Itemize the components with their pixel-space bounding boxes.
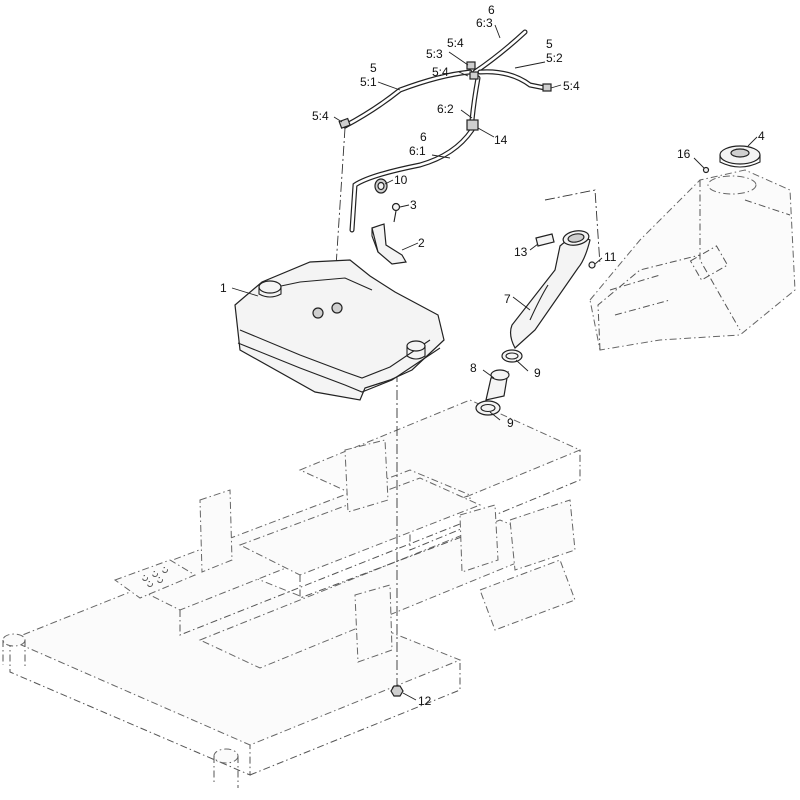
callout-7: 7 — [504, 292, 511, 306]
callout-3: 3 — [410, 198, 417, 212]
callout-9-upper: 9 — [534, 366, 541, 380]
bracket-13 — [535, 233, 555, 247]
chassis-frame — [2, 399, 582, 788]
leader-lines — [231, 24, 758, 701]
callout-6-top: 6 — [488, 3, 495, 17]
hose-clamp-upper — [501, 349, 523, 363]
callout-11: 11 — [604, 250, 617, 264]
rollover-valve — [374, 178, 388, 194]
callout-1: 1 — [220, 281, 227, 295]
hose-clamp-lower — [475, 400, 501, 416]
callout-10: 10 — [394, 173, 408, 187]
callout-5-4-left: 5:4 — [312, 109, 329, 123]
callout-16: 16 — [677, 147, 691, 161]
connector-hose — [485, 369, 510, 401]
callout-5-1: 5:1 — [360, 75, 377, 89]
callout-13: 13 — [514, 245, 528, 259]
callout-8: 8 — [470, 361, 477, 375]
hose-clamps-small — [338, 61, 552, 129]
callout-5-2: 5:2 — [546, 51, 563, 65]
callout-4: 4 — [758, 129, 765, 143]
callout-5-4-mid: 5:4 — [432, 65, 449, 79]
callout-5-left: 5 — [370, 61, 377, 75]
tee-fitting — [466, 119, 479, 131]
callout-labels: 1 2 3 4 5 5:1 5 5:2 5:3 5:4 5:4 5:4 5:4 … — [220, 3, 765, 708]
callout-5-4-right: 5:4 — [563, 79, 580, 93]
body-fender — [589, 169, 796, 351]
nut-12 — [390, 685, 404, 697]
callout-12: 12 — [418, 694, 432, 708]
callout-5-4-top: 5:4 — [447, 36, 464, 50]
filler-hose — [509, 230, 591, 349]
callout-2: 2 — [418, 236, 425, 250]
screw-11 — [588, 261, 596, 269]
fuel-cap — [719, 145, 761, 168]
tank-bracket — [371, 223, 407, 265]
callout-6-2: 6:2 — [437, 102, 454, 116]
callout-5-right: 5 — [546, 37, 553, 51]
callout-6-3: 6:3 — [476, 16, 493, 30]
fuel-tank — [234, 259, 445, 401]
callout-14: 14 — [494, 133, 508, 147]
callout-5-3: 5:3 — [426, 47, 443, 61]
callout-9-lower: 9 — [507, 416, 514, 430]
screw — [391, 202, 401, 223]
callout-6-1: 6:1 — [409, 144, 426, 158]
screw-16 — [702, 166, 710, 174]
callout-6-lower: 6 — [420, 130, 427, 144]
